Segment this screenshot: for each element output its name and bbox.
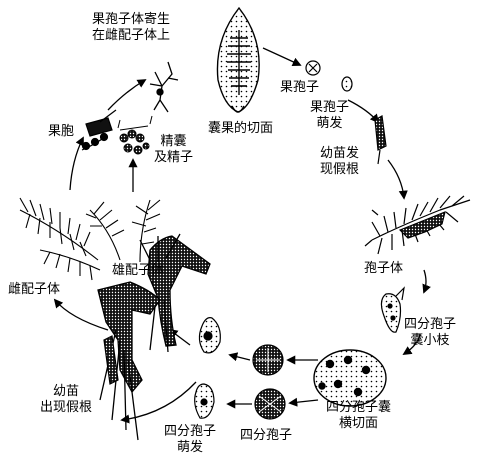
carposporophyte-drawing xyxy=(149,61,179,113)
label-carpospore: 果孢子 xyxy=(280,80,320,95)
label-line: 萌发 xyxy=(316,116,343,131)
label-line: 囊小枝 xyxy=(410,333,450,348)
tetraspore-germ-drawing xyxy=(194,317,221,419)
arrow-carpogonium-to-carposporophyte xyxy=(107,79,147,111)
label-sporophyte: 孢子体 xyxy=(364,261,404,276)
label-line: 精囊 xyxy=(160,134,187,149)
seedling-rhizoid-bottom-drawing xyxy=(103,335,119,385)
label-line: 四分孢子 xyxy=(164,424,217,439)
label-line: 四分孢子囊 xyxy=(326,400,392,415)
carpospore-drawing xyxy=(305,60,353,92)
female-gametophyte-drawing xyxy=(19,197,161,441)
label-line: 及精子 xyxy=(154,150,194,165)
label-line: 幼苗 xyxy=(53,384,80,399)
arrow-cystocarp-to-carpospore xyxy=(262,47,302,67)
label-female-gametophyte: 雌配子体 xyxy=(8,282,61,297)
spermatangium-drawing xyxy=(117,115,153,155)
arrow-female-to-carpogonium xyxy=(69,136,84,191)
label-spermatangium: 精囊 及精子 xyxy=(154,134,193,166)
label-tetraspore: 四分孢子 xyxy=(240,428,293,443)
arrow-seedling-to-female xyxy=(53,298,109,331)
label-line: 幼苗发 xyxy=(320,146,360,161)
arrow-branch-to-section xyxy=(402,333,421,355)
label-carpogonium: 果胞 xyxy=(48,124,75,139)
label-line: 四分孢子 xyxy=(404,317,457,332)
label-line: 横切面 xyxy=(339,416,379,431)
label-tetrasporangium-branch: 四分孢子 囊小枝 xyxy=(404,317,456,349)
tetraspore-drawing xyxy=(252,344,286,420)
arrow-tetraspore-to-germ-a xyxy=(228,352,251,362)
label-line: 果孢子 xyxy=(310,100,350,115)
label-seedling-rhizoid-bottom: 幼苗 出现假根 xyxy=(40,384,92,416)
tetrasporangium-branch-drawing xyxy=(380,286,405,333)
carpogonium-drawing xyxy=(81,109,117,151)
sporophyte-drawing xyxy=(364,195,471,255)
arrow-sporophyte-to-branch xyxy=(422,269,431,294)
label-line: 现假根 xyxy=(320,162,360,177)
label-seedling-rhizoid: 幼苗发 现假根 xyxy=(320,146,359,178)
cycle-arrows xyxy=(53,47,431,424)
label-line: 在雌配子体上 xyxy=(92,28,171,43)
label-line: 萌发 xyxy=(177,440,204,455)
cystocarp-section-drawing xyxy=(216,6,260,113)
male-gametophyte-drawing xyxy=(139,233,211,353)
arrow-germ-to-seedling-bottom xyxy=(120,381,197,424)
label-male-gametophyte: 雄配子体 xyxy=(112,263,165,278)
arrow-seedling-to-sporophyte xyxy=(387,159,408,200)
label-line: 出现假根 xyxy=(40,400,93,415)
label-carposporophyte-on-female: 果孢子体寄生 在雌配子体上 xyxy=(92,12,170,44)
label-cystocarp-section: 囊果的切面 xyxy=(208,121,274,136)
label-line: 果孢子体寄生 xyxy=(92,12,171,27)
tetrasporangium-section-drawing xyxy=(313,349,387,407)
arrow-germ-to-seedling xyxy=(347,99,380,124)
arrow-section-to-tetraspore-b xyxy=(288,397,319,407)
label-carpospore-germ: 果孢子 萌发 xyxy=(310,100,349,132)
label-tetraspore-germ: 四分孢子 萌发 xyxy=(164,424,216,456)
label-tetrasporangium-section: 四分孢子囊 横切面 xyxy=(326,400,391,432)
seedling-filament-drawing xyxy=(374,115,387,165)
